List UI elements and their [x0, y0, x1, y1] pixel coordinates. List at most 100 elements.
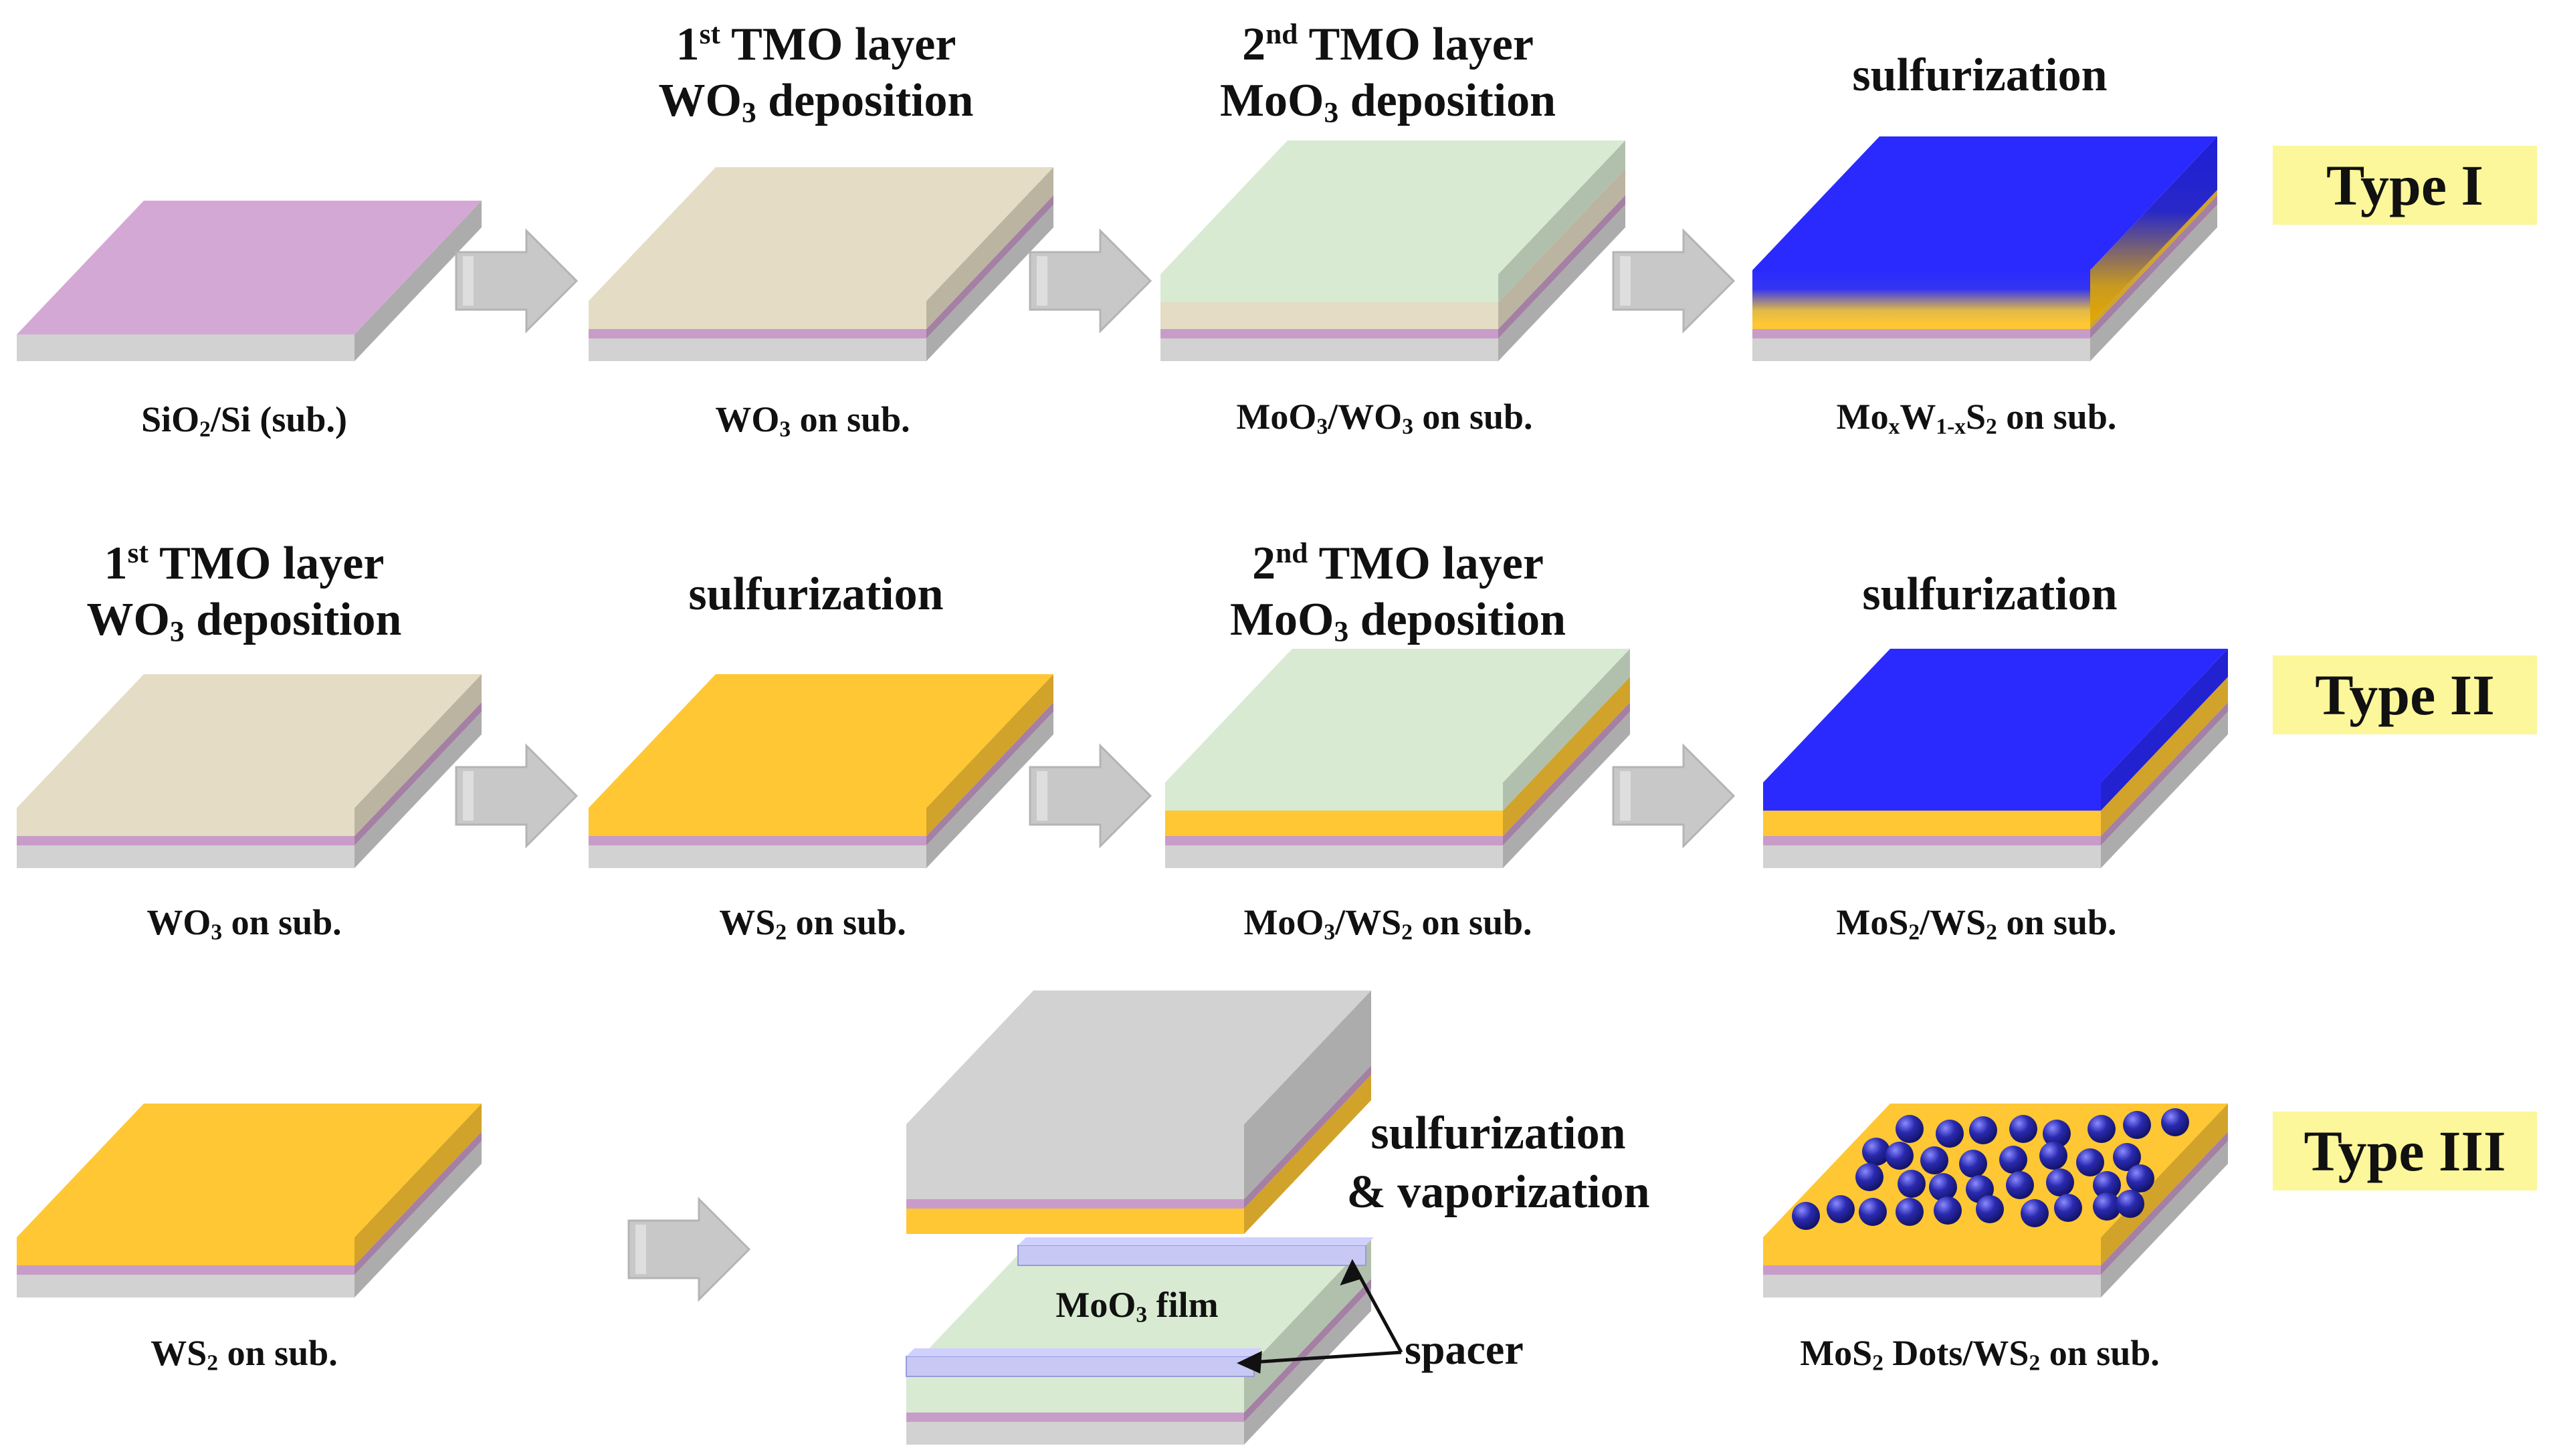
arrowhead-bottom	[1237, 1350, 1262, 1374]
row1-slab-wo3-layer-2-side	[926, 167, 1053, 329]
mos2-dot	[1885, 1142, 1914, 1170]
type-badge-2: Type II	[2273, 655, 2537, 734]
row2-slab-moo3-ws2-layer-1-front	[1165, 836, 1503, 845]
mos2-dot	[2093, 1171, 2121, 1199]
mos2-dot	[2161, 1108, 2189, 1136]
mos2-dot	[1976, 1195, 2004, 1223]
row3-slab-ws2-layer-1-side	[354, 1132, 482, 1275]
row2-caption-1: WO3 on sub.	[146, 902, 342, 945]
row3-bottom-film-layer-1-front	[906, 1413, 1244, 1422]
row2-slab-wo3-layer-0-front	[17, 845, 354, 868]
row1-slab-mixed-layer-2-side	[2090, 190, 2217, 329]
row3-slab-ws2-layer-2-front	[17, 1237, 354, 1265]
mos2-dot	[1827, 1195, 1855, 1223]
row2-slab-ws2-layer-1-side	[926, 702, 1053, 845]
row3-caption-4: MoS2 Dots/WS2 on sub.	[1800, 1333, 2160, 1376]
mos2-dot	[2093, 1192, 2121, 1221]
row1-caption-1: SiO2/Si (sub.)	[141, 399, 347, 442]
mos2-dot	[1934, 1197, 1962, 1225]
row3-slab-dots-layer-1-front	[1763, 1265, 2101, 1275]
row1-slab-mixed-layer-1-front	[1752, 329, 2090, 338]
row3-step-heading: sulfurization & vaporization	[1346, 1108, 1650, 1218]
row1-slab-moo3-wo3-layer-0-side	[1498, 205, 1625, 361]
row1-slab-mixed-layer-0-side	[2090, 205, 2217, 361]
row2-slab-mos2-ws2-layer-2-side	[2101, 677, 2228, 836]
row3-bottom-film-layer-2-front	[906, 1372, 1244, 1413]
row1-slab-moo3-wo3-layer-3-front	[1160, 274, 1498, 302]
row2-slab-ws2-layer-2-front	[589, 808, 926, 836]
row1-slab-wo3	[589, 167, 1053, 361]
mos2-dot	[1792, 1202, 1820, 1230]
row2-slab-wo3-layer-0-side	[354, 712, 482, 868]
row3-top-sample-layer-1-front	[906, 1199, 1244, 1209]
mos2-dot	[2076, 1148, 2104, 1176]
spacer-bottom	[906, 1348, 1262, 1377]
row3-top-sample-layer-2-side	[1244, 991, 1371, 1199]
mos2-dot	[1920, 1146, 1948, 1174]
row1-step2-heading: 1st TMO layer WO3 deposition	[658, 18, 974, 129]
row2-slab-moo3-ws2-layer-0-front	[1165, 845, 1503, 868]
process-arrow-r1-2	[1029, 228, 1152, 334]
row1-slab-mixed-layer-3-side	[2090, 136, 2217, 324]
row2-slab-wo3-layer-2-front	[17, 808, 354, 836]
row2-step2-heading: sulfurization	[688, 568, 944, 620]
row3-top-sample-layer-2-front	[906, 1124, 1244, 1199]
row3-spacer-label: spacer	[1405, 1326, 1524, 1373]
row1-caption-3: MoO3/WO3 on sub.	[1236, 397, 1533, 439]
row2-slab-ws2	[589, 674, 1053, 868]
mos2-dot	[2113, 1143, 2141, 1171]
row2-slab-mos2-ws2-layer-0-front	[1763, 845, 2101, 868]
process-arrow-r2-1	[455, 743, 579, 849]
row2-slab-ws2-layer-2-side	[926, 674, 1053, 836]
row1-slab-wo3-layer-2-front	[589, 301, 926, 329]
spacer-top	[1017, 1237, 1374, 1266]
row2-slab-ws2-layer-0-front	[589, 845, 926, 868]
mos2-dot	[2087, 1115, 2116, 1143]
arrowhead-top	[1340, 1259, 1363, 1286]
row3-slab-ws2-top	[17, 1104, 482, 1237]
mos2-dot	[2054, 1194, 2082, 1222]
row2-step3-heading: 2nd TMO layer MoO3 deposition	[1229, 537, 1566, 648]
row1-slab-sio2-sub	[17, 201, 482, 361]
row2-slab-mos2-ws2	[1763, 649, 2228, 868]
row2-slab-mos2-ws2-top	[1763, 649, 2228, 783]
row3-bottom-film-layer-1-side	[1244, 1279, 1371, 1422]
mos2-dot	[1896, 1115, 1924, 1143]
mos2-dot	[1959, 1150, 1987, 1178]
row2-slab-wo3-layer-2-side	[354, 674, 482, 836]
row3-bottom-film-layer-0-side	[1244, 1288, 1371, 1445]
row2-slab-mos2-ws2-layer-1-side	[2101, 702, 2228, 845]
row2-slab-wo3-layer-1-front	[17, 836, 354, 845]
row1-slab-mixed-top	[1752, 136, 2217, 270]
spacer-pointer-bottom	[1240, 1350, 1402, 1365]
row2-slab-wo3-top	[17, 674, 482, 808]
row3-slab-ws2-layer-1-front	[17, 1265, 354, 1275]
row2-step1-heading: 1st TMO layer WO3 deposition	[86, 537, 402, 648]
row3-slab-ws2-layer-2-side	[354, 1104, 482, 1265]
row1-slab-mixed-layer-3-front	[1752, 270, 2090, 324]
row2-slab-mos2-ws2-layer-3-front	[1763, 783, 2101, 811]
row2-slab-wo3	[17, 674, 482, 868]
row1-slab-wo3-layer-1-side	[926, 195, 1053, 338]
process-arrow-r2-2	[1029, 743, 1152, 849]
row1-slab-moo3-wo3-layer-1-front	[1160, 329, 1498, 338]
row1-step3-heading: 2nd TMO layer MoO3 deposition	[1219, 18, 1556, 129]
row2-slab-mos2-ws2-layer-0-side	[2101, 712, 2228, 868]
mos2-dot	[2006, 1171, 2034, 1199]
mos2-dot	[1929, 1173, 1957, 1201]
mos2-dot	[2021, 1199, 2049, 1227]
row2-caption-3: MoO3/WS2 on sub.	[1243, 902, 1532, 945]
mos2-dot	[1936, 1120, 1964, 1148]
row1-slab-mixed-layer-1-side	[2090, 195, 2217, 338]
process-arrow-r1-3	[1612, 228, 1736, 334]
mos2-dot	[1898, 1170, 1926, 1198]
row2-slab-ws2-top	[589, 674, 1053, 808]
mos2-dot	[2123, 1111, 2151, 1139]
row2-caption-2: WS2 on sub.	[719, 902, 906, 945]
row3-slab-ws2-layer-0-side	[354, 1141, 482, 1297]
row2-slab-moo3-ws2-layer-0-side	[1503, 712, 1630, 868]
row1-slab-moo3-wo3-layer-2-side	[1498, 169, 1625, 329]
row3-slab-dots-layer-2-front	[1763, 1237, 2101, 1265]
type-badge-1: Type I	[2273, 146, 2537, 225]
row1-slab-moo3-wo3-layer-0-front	[1160, 338, 1498, 361]
